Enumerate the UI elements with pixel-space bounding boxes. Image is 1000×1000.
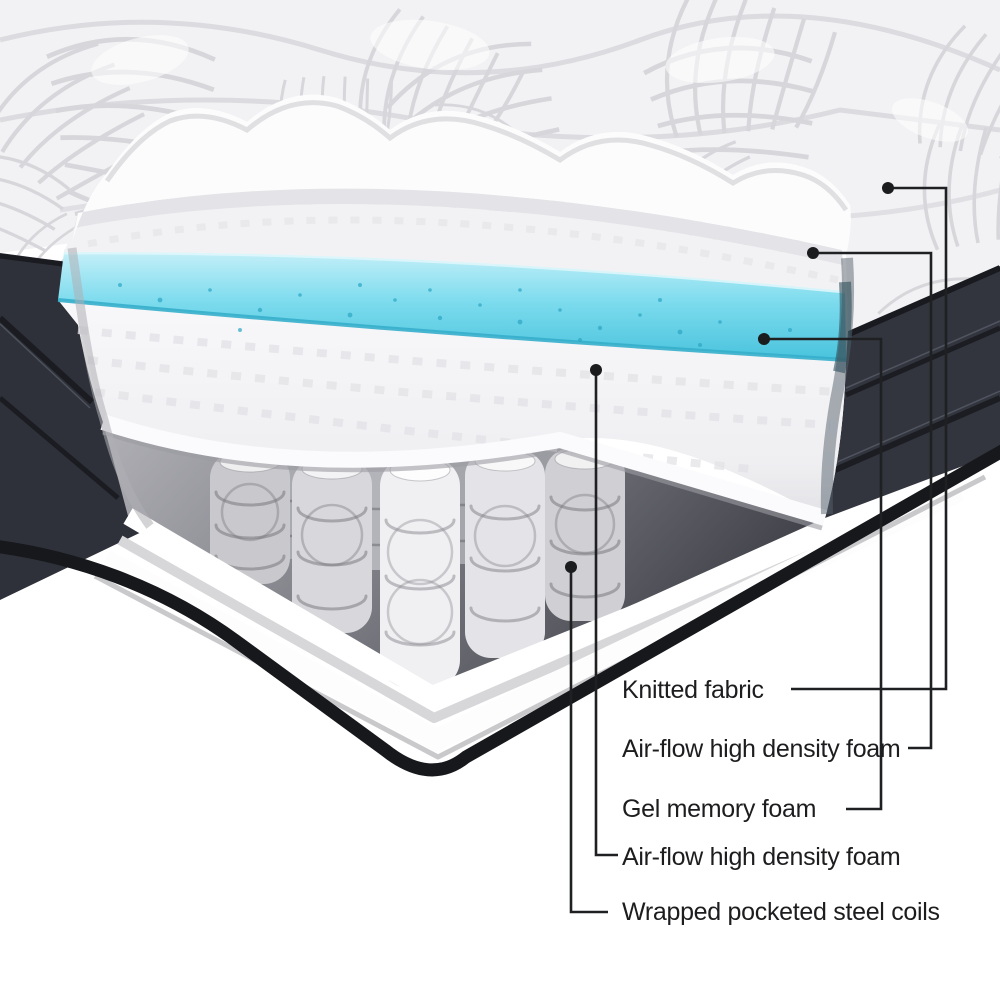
foam-dimple-texture — [77, 326, 837, 474]
callout-dot-airflow-foam-top — [807, 247, 819, 259]
callout-dot-pocketed-coils — [565, 561, 577, 573]
label-pocketed-coils: Wrapped pocketed steel coils — [622, 898, 940, 926]
fabric-foam-crease — [74, 188, 843, 265]
gel-speckles — [118, 283, 792, 347]
airflow-foam-top-layer — [64, 204, 845, 291]
callout-line-knitted-fabric — [791, 186, 948, 691]
mattress-bottom-edge — [0, 444, 1000, 777]
label-airflow-foam-bottom: Air-flow high density foam — [622, 843, 901, 871]
callout-dot-knitted-fabric — [882, 182, 894, 194]
scallop-shadow — [104, 100, 849, 212]
label-airflow-foam-top: Air-flow high density foam — [622, 735, 901, 763]
cut-right-edge-shadow-dark — [833, 281, 852, 374]
label-gel-memory-foam: Gel memory foam — [622, 795, 817, 823]
coil-front-row — [210, 448, 625, 688]
callout-dot-gel-memory-foam — [758, 333, 770, 345]
left-side-panel — [0, 253, 150, 600]
callout-dot-airflow-foam-bottom — [590, 364, 602, 376]
label-knitted-fabric: Knitted fabric — [622, 676, 764, 704]
callout-line-airflow-foam-bottom — [594, 370, 618, 857]
callout-line-pocketed-coils — [569, 567, 608, 914]
foam-rim-highlight — [100, 414, 828, 526]
callout-lines — [569, 186, 948, 914]
airflow-foam-bottom-layer — [58, 300, 846, 518]
callout-dots — [565, 182, 894, 573]
knitted-fabric-layer — [72, 94, 851, 255]
right-side-panel — [825, 265, 1000, 518]
callout-line-gel-memory-foam — [764, 337, 883, 811]
foam-rim — [102, 429, 823, 531]
cut-left-edge-shadow — [67, 247, 154, 529]
callout-line-airflow-foam-top — [813, 251, 933, 750]
